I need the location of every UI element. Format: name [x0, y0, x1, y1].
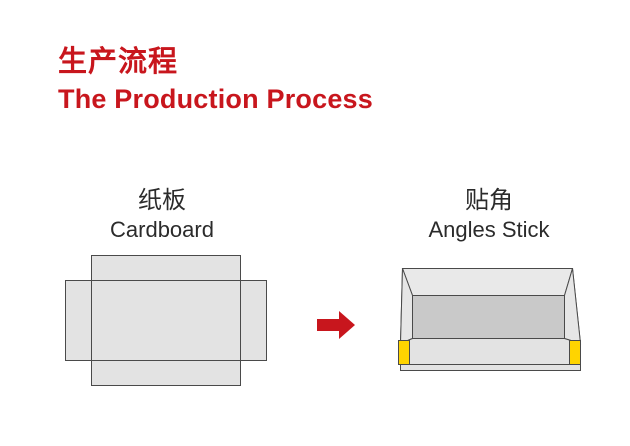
- step-2-label-english: Angles Stick: [428, 217, 550, 242]
- page-title-english: The Production Process: [58, 84, 373, 114]
- taped-box-illustration: [398, 268, 582, 371]
- blank-left-flap: [65, 280, 92, 361]
- blank-top-flap: [91, 255, 241, 281]
- right-corner-tape: [569, 340, 581, 365]
- step-2-label: 贴角 Angles Stick: [379, 186, 599, 244]
- cardboard-blank-illustration: [65, 255, 267, 386]
- box-floor: [412, 295, 565, 339]
- box-front-wall: [400, 338, 581, 371]
- page-title-chinese: 生产流程: [58, 44, 179, 78]
- step-1-label-english: Cardboard: [110, 217, 214, 242]
- step-1-label-chinese: 纸板: [138, 186, 186, 214]
- blank-right-flap: [240, 280, 267, 361]
- step-1-label: 纸板 Cardboard: [52, 186, 272, 244]
- box-back-wall: [401, 268, 574, 296]
- blank-bottom-flap: [91, 360, 241, 386]
- step-2-label-chinese: 贴角: [465, 186, 513, 214]
- blank-center-panel: [91, 280, 241, 361]
- right-arrow-icon: [317, 311, 355, 339]
- left-corner-tape: [398, 340, 410, 365]
